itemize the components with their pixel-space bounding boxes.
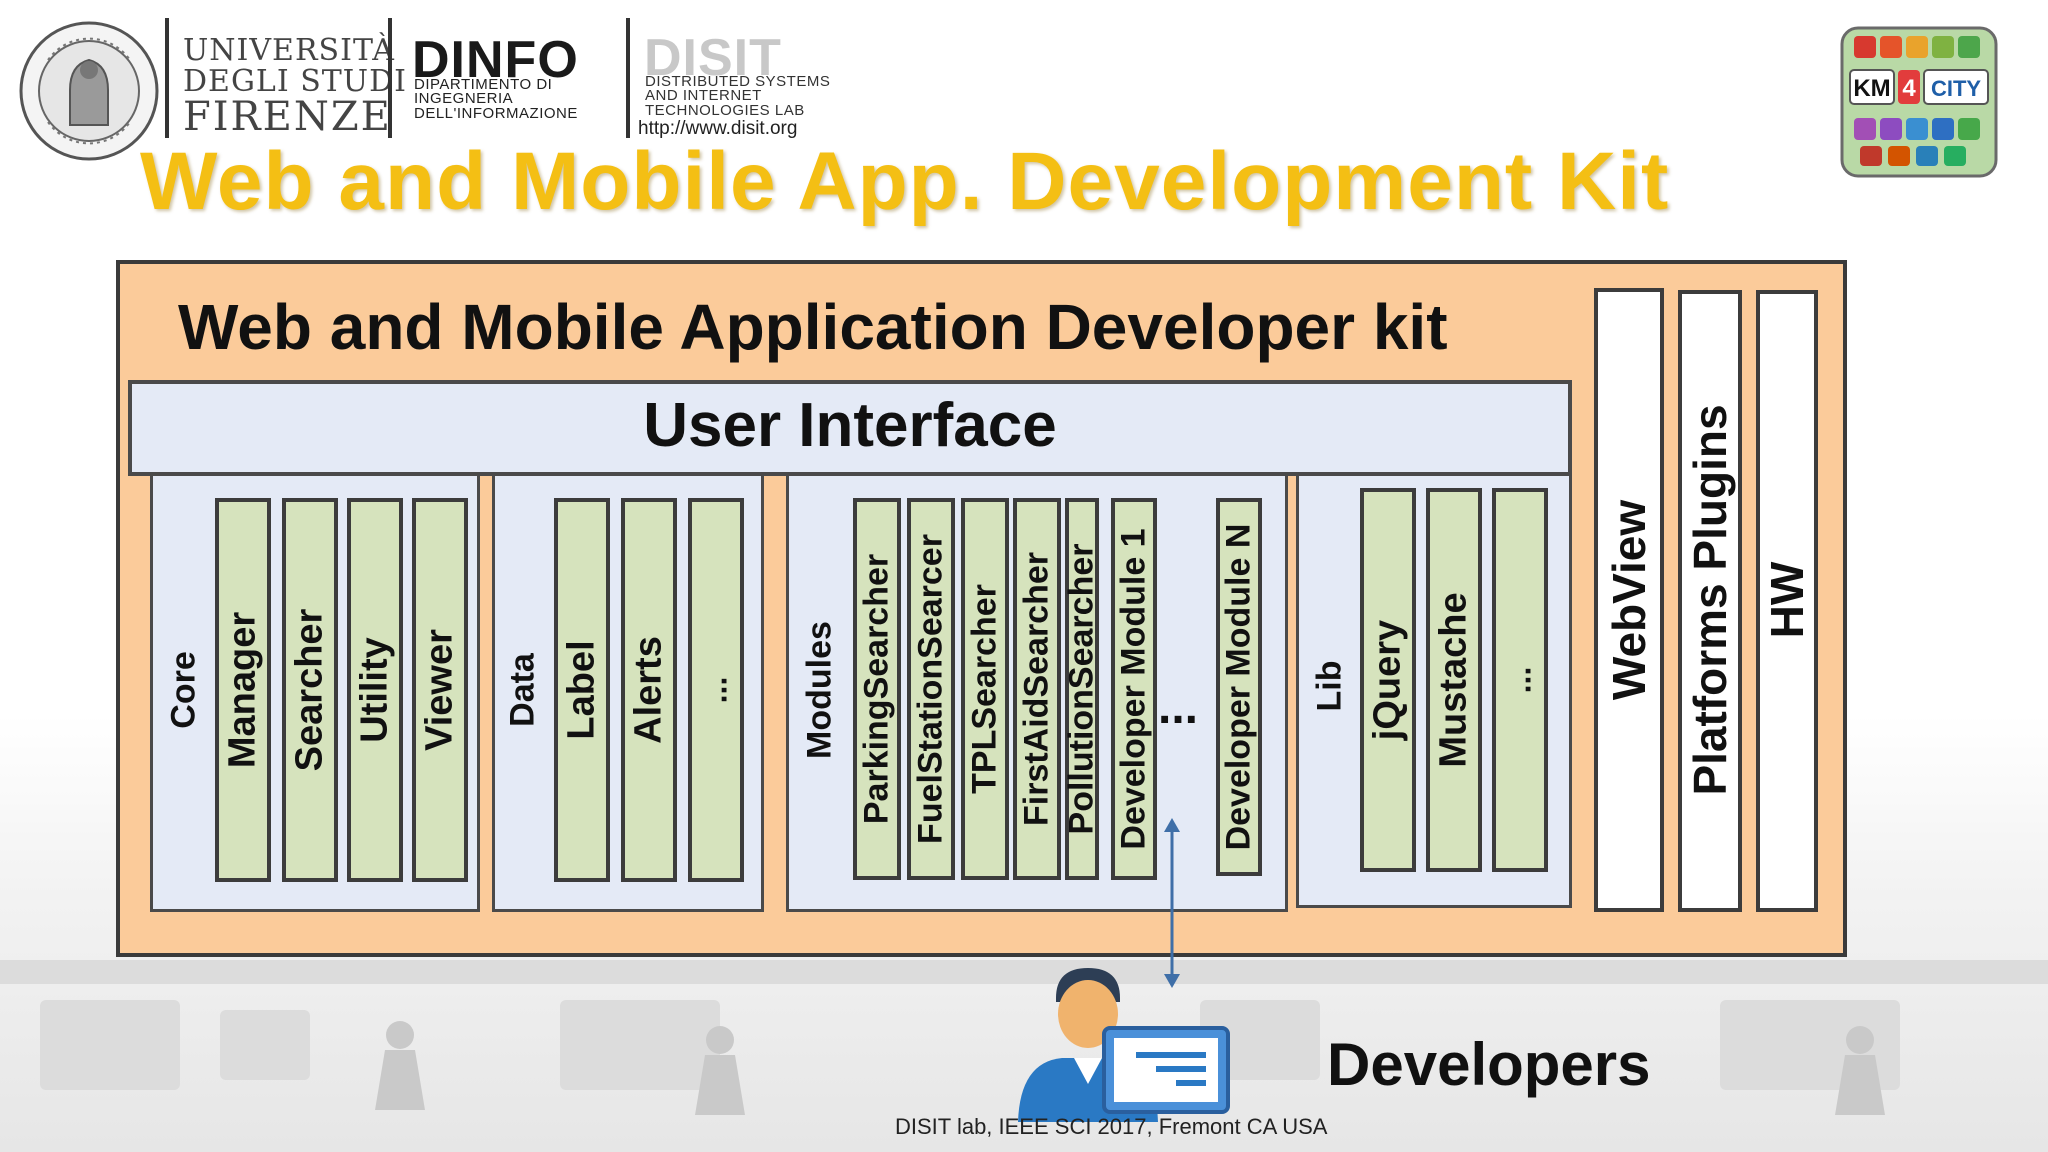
developer-kit-title: Web and Mobile Application Developer kit	[178, 291, 1448, 363]
km4city-logo: KM 4 CITY	[1840, 26, 1998, 178]
module-label: TPLSearcher	[965, 584, 1004, 794]
page-title: Web and Mobile App. Development Kit	[140, 136, 1670, 227]
core-module-utility	[347, 498, 403, 882]
developer-connection-arrow	[1164, 818, 1180, 988]
module-label: ParkingSearcher	[857, 553, 896, 825]
disit-subtitle: DISTRIBUTED SYSTEMS AND INTERNET TECHNOL…	[645, 73, 831, 119]
university-line-2: DEGLI STUDI	[183, 63, 407, 99]
header-divider	[388, 18, 392, 138]
modules-label: Modules	[800, 621, 839, 759]
dinfo-sub-line: INGEGNERIA	[414, 90, 514, 108]
developers-label: Developers	[1327, 1031, 1651, 1098]
module-first-aid-searcher	[1013, 498, 1061, 880]
module-label: Developer Module N	[1219, 523, 1258, 851]
dinfo-sub-line: DIPARTIMENTO DI	[414, 76, 553, 93]
disit-url-link[interactable]: http://www.disit.org	[638, 118, 798, 139]
module-developer-n	[1216, 498, 1262, 876]
data-module-text: Alerts	[627, 636, 670, 744]
data-module-text: ...	[697, 676, 734, 704]
data-module-text: Label	[560, 640, 603, 740]
header-divider	[165, 18, 169, 138]
lib-jquery	[1360, 488, 1416, 872]
platforms-plugins-label: Platforms Plugins	[1684, 404, 1736, 796]
dinfo-logo: DINFO	[412, 31, 579, 89]
km4city-city: CITY	[1931, 76, 1981, 101]
module-label: FuelStationSearcer	[911, 534, 950, 844]
disit-sub-line: AND INTERNET	[645, 87, 762, 105]
city-background-illustration	[0, 960, 2048, 1115]
core-module-label: Viewer	[418, 629, 461, 751]
module-developer-1	[1111, 498, 1157, 880]
webview-label: WebView	[1603, 499, 1655, 701]
core-label: Core	[164, 651, 203, 729]
data-label: Data	[503, 653, 542, 727]
hw-label: HW	[1761, 561, 1813, 639]
dinfo-subtitle: DIPARTIMENTO DI INGEGNERIA DELL'INFORMAZ…	[414, 76, 578, 122]
module-label: PollutionSearcher	[1062, 543, 1101, 835]
lib-label: Lib	[1310, 660, 1349, 712]
data-module-alerts	[621, 498, 677, 882]
hw-column	[1756, 290, 1818, 912]
module-tpl-searcher	[961, 498, 1009, 880]
module-parking-searcher	[853, 498, 901, 880]
module-label: Developer Module 1	[1114, 528, 1153, 850]
lib-module-label: ...	[1501, 666, 1538, 694]
lib-more	[1492, 488, 1548, 872]
lib-mustache	[1426, 488, 1482, 872]
lib-module-label: Mustache	[1432, 592, 1475, 768]
module-pollution-searcher	[1065, 498, 1099, 880]
university-line-3: FIRENZE	[183, 94, 392, 141]
km4city-four: 4	[1902, 75, 1916, 102]
modules-ellipsis: ...	[1158, 681, 1199, 734]
header-divider	[626, 18, 630, 138]
disit-logo: DISIT	[644, 29, 782, 87]
developer-person-icon	[1018, 968, 1230, 1122]
km4city-km: KM	[1853, 75, 1890, 102]
footer-caption: DISIT lab, IEEE SCI 2017, Fremont CA USA	[895, 1114, 1328, 1139]
disit-sub-line: TECHNOLOGIES LAB	[645, 101, 805, 119]
core-module-searcher	[282, 498, 338, 882]
core-module-viewer	[412, 498, 468, 882]
dinfo-sub-line: DELL'INFORMAZIONE	[414, 104, 578, 122]
data-module-label	[554, 498, 610, 882]
disit-sub-line: DISTRIBUTED SYSTEMS	[645, 73, 831, 90]
user-interface-label: User Interface	[643, 391, 1057, 460]
core-module-label: Utility	[353, 637, 396, 743]
university-seal-logo	[19, 21, 159, 161]
core-module-label: Searcher	[288, 608, 331, 772]
webview-column	[1594, 288, 1664, 912]
university-name: UNIVERSITÀ DEGLI STUDI FIRENZE	[183, 33, 407, 141]
lib-module-label: jQuery	[1366, 619, 1409, 741]
core-module-manager	[215, 498, 271, 882]
data-module-more	[688, 498, 744, 882]
core-module-label: Manager	[221, 611, 264, 769]
user-interface-bar	[128, 380, 1572, 476]
module-fuel-station-searcher	[907, 498, 955, 880]
university-line-1: UNIVERSITÀ	[183, 33, 395, 68]
module-label: FirstAidSearcher	[1017, 552, 1056, 826]
platforms-plugins-column	[1678, 290, 1742, 912]
